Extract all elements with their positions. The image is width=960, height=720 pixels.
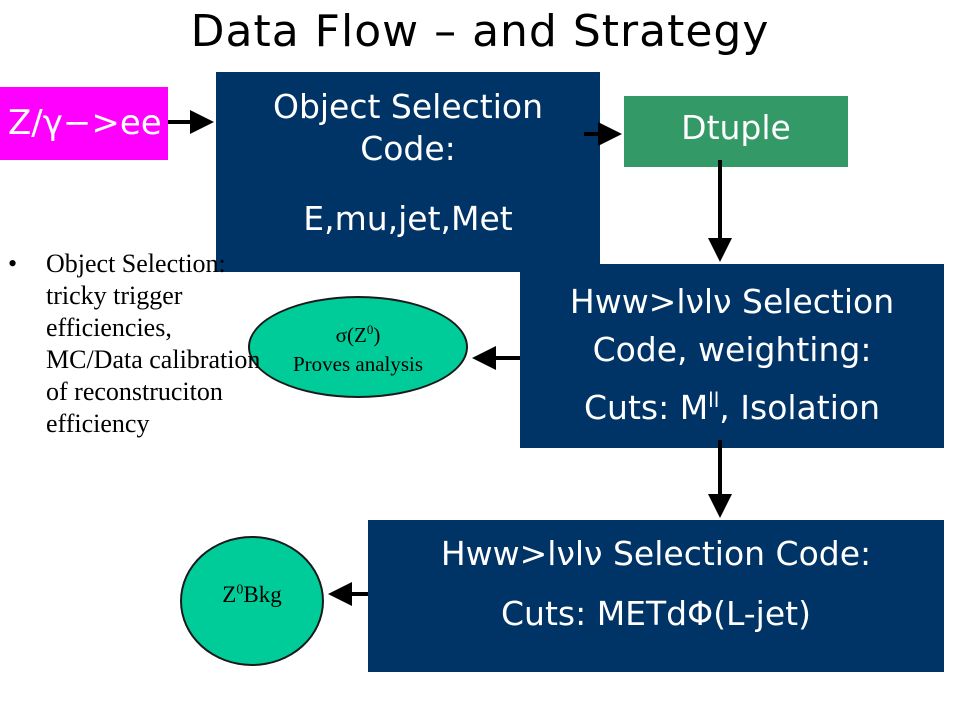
cuts-suffix: , Isolation	[719, 388, 880, 427]
sigma-z-ellipse: σ(Z0) Proves analysis	[248, 296, 468, 398]
sigma-z-sup: 0	[366, 322, 374, 337]
proves-analysis-label: Proves analysis	[292, 352, 424, 376]
hww-selection-1-cuts: Cuts: Mll, Isolation	[520, 388, 944, 427]
hww-selection-1-line1: Hww>lνlν Selection	[569, 282, 895, 321]
dtuple-box: Dtuple	[624, 96, 848, 167]
cuts-prefix: Cuts: M	[584, 388, 709, 427]
z-bkg-prefix: Z	[222, 582, 237, 607]
sigma-z-label: σ(Z0)	[250, 322, 466, 348]
bullet-text: Object Selection: tricky trigger efficie…	[46, 249, 261, 438]
input-process-box: Z/γ−>ee	[0, 87, 168, 160]
hww-selection-2-line1: Hww>lνlν Selection Code:	[440, 534, 872, 573]
z-bkg-ellipse: Z0Bkg	[180, 536, 324, 666]
input-process-label: Z/γ−>ee	[8, 103, 162, 143]
object-selection-objects: E,mu,jet,Met	[303, 199, 513, 238]
dtuple-label: Dtuple	[681, 108, 791, 147]
z-bkg-sup: 0	[236, 582, 244, 598]
z-bkg-label: Z0Bkg	[182, 582, 322, 608]
sigma-z-suffix: )	[373, 323, 381, 347]
sigma-z-prefix: σ(Z	[335, 323, 367, 347]
object-selection-title: Object Selection Code:	[216, 86, 600, 170]
hww-selection-box-2: Hww>lνlν Selection Code: Cuts: METdΦ(L-j…	[368, 520, 944, 672]
hww-selection-1-line2: Code, weighting:	[592, 330, 872, 369]
cuts-superscript: ll	[708, 388, 720, 412]
object-selection-line1: Object Selection	[272, 87, 544, 126]
hww-selection-2-cuts: Cuts: METdΦ(L-jet)	[501, 594, 811, 633]
hww-selection-box-1: Hww>lνlν Selection Code, weighting: Cuts…	[520, 264, 944, 448]
bullet-marker: •	[8, 249, 18, 278]
z-bkg-suffix: Bkg	[243, 582, 282, 607]
hww-selection-1-title: Hww>lνlν Selection Code, weighting:	[520, 278, 944, 374]
object-selection-line2: Code:	[360, 129, 456, 168]
page-title: Data Flow – and Strategy	[190, 6, 770, 57]
object-selection-box: Object Selection Code: E,mu,jet,Met	[216, 72, 600, 272]
